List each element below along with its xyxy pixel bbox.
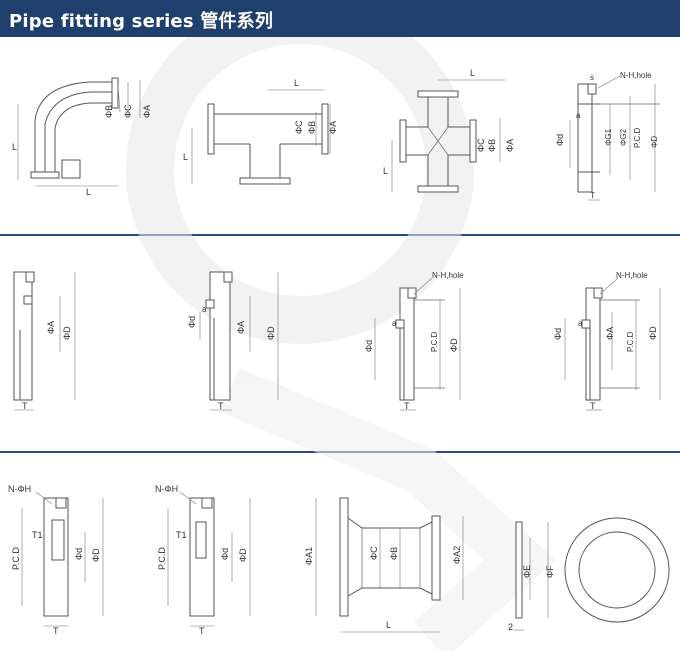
flange-drawing-2: N-H,hole Φd a P.C.D ΦD T xyxy=(364,271,464,411)
cross-phib-label: ΦB xyxy=(487,139,497,152)
gasket-thickness-label: 2 xyxy=(508,622,513,632)
blank-phia-label: ΦA xyxy=(46,321,56,334)
flange-drawing-3: N-H,hole Φd a ΦA P.C.D ΦD T xyxy=(553,271,661,411)
flange1-s-label: s xyxy=(590,73,594,82)
flange-drawing-1: s N-H,hole a Φd ΦG1 ΦG2 P.C.D ΦD T xyxy=(555,71,660,201)
elbow-l1-label: L xyxy=(12,142,17,152)
flange1-phid-label: Φd xyxy=(555,134,565,146)
ring-phia-label: ΦA xyxy=(236,321,246,334)
flange2-pcd-label: P.C.D xyxy=(430,331,439,352)
flange3-phia-label: ΦA xyxy=(605,327,615,340)
page-title: Pipe fitting series 管件系列 xyxy=(9,11,274,32)
flange3-phid-label: Φd xyxy=(553,328,563,340)
reducer-phic-label: ΦC xyxy=(369,546,379,560)
reducer-l-label: L xyxy=(386,620,391,630)
flange2-phid-label: Φd xyxy=(364,340,374,352)
clamp1-t-label: T xyxy=(53,626,59,636)
blank-phid-label: ΦD xyxy=(62,326,72,340)
elbow-drawing: L L ΦB ΦC ΦA xyxy=(12,77,152,197)
clamp2-phid-outer-label: ΦD xyxy=(238,548,248,562)
clamp-drawing-2: N-ΦH T1 P.C.D Φd ΦD T xyxy=(155,484,251,636)
page-header: Pipe fitting series 管件系列 xyxy=(0,0,680,37)
ring-a-label: a xyxy=(202,305,207,314)
clamp1-pcd-label: P.C.D xyxy=(11,547,21,570)
reducer-phib-label: ΦB xyxy=(389,547,399,560)
clamp1-phid-label: Φd xyxy=(74,548,84,560)
flange1-t-label: T xyxy=(590,191,595,200)
flange3-a-label: a xyxy=(578,319,583,328)
flange2-holes-label: N-H,hole xyxy=(432,271,464,280)
reducer-phia1-label: ΦA1 xyxy=(304,547,314,565)
cross-l2-label: L xyxy=(383,166,388,176)
flange3-phid-outer-label: ΦD xyxy=(648,326,658,340)
elbow-phia-label: ΦA xyxy=(142,105,152,118)
cross-drawing: L L ΦC ΦB ΦA xyxy=(383,68,515,193)
gasket-phif-label: ΦF xyxy=(545,565,555,578)
clamp2-t1-label: T1 xyxy=(176,530,187,540)
flange1-phig2-label: ΦG2 xyxy=(619,128,628,146)
flange3-holes-label: N-H,hole xyxy=(616,271,648,280)
flange2-t-label: T xyxy=(404,401,410,411)
flange2-a-label: a xyxy=(392,319,397,328)
clamp1-holes-label: N-ΦH xyxy=(8,484,31,494)
flange1-phig1-label: ΦG1 xyxy=(604,128,613,146)
gasket-drawing: ΦE ΦF 2 xyxy=(508,517,670,632)
ring-t-label: T xyxy=(218,401,224,411)
elbow-l2-label: L xyxy=(86,187,91,197)
tee-l1-label: L xyxy=(294,78,299,88)
blank-t-label: T xyxy=(22,401,28,411)
clamp-drawing-1: N-ΦH T1 P.C.D Φd ΦD T xyxy=(8,484,104,636)
reducer-drawing: ΦA1 ΦC ΦB ΦA2 L xyxy=(304,497,464,633)
elbow-phib-label: ΦB xyxy=(104,105,114,118)
tee-phia-label: ΦA xyxy=(328,121,338,134)
flange1-phid-outer-label: ΦD xyxy=(650,136,659,148)
clamp2-phid-label: Φd xyxy=(220,548,230,560)
clamp2-t-label: T xyxy=(199,626,205,636)
flange1-pcd-label: P.C.D xyxy=(633,127,642,148)
clamp1-phid-outer-label: ΦD xyxy=(91,548,101,562)
circle-logo-watermark xyxy=(126,37,556,651)
flange2-phid-outer-label: ΦD xyxy=(449,338,459,352)
drawing-sheet: L L ΦB ΦC ΦA L L ΦC ΦB ΦA L xyxy=(8,37,670,651)
ring-phid-outer-label: ΦD xyxy=(266,326,276,340)
ring-flange-drawing: Φd a ΦA ΦD T xyxy=(187,271,279,411)
tee-phic-label: ΦC xyxy=(294,120,304,134)
clamp1-t1-label: T1 xyxy=(32,530,43,540)
tee-l2-label: L xyxy=(183,152,188,162)
tee-phib-label: ΦB xyxy=(307,121,317,134)
clamp2-holes-label: N-ΦH xyxy=(155,484,178,494)
flange1-holes-label: N-H,hole xyxy=(620,71,652,80)
ring-phid-label: Φd xyxy=(187,316,197,328)
row-divider-1 xyxy=(0,234,680,236)
flange1-a-label: a xyxy=(576,111,581,120)
gasket-phie-label: ΦE xyxy=(522,565,532,578)
cross-phia-label: ΦA xyxy=(505,139,515,152)
flange3-t-label: T xyxy=(590,401,596,411)
flange3-pcd-label: P.C.D xyxy=(626,331,635,352)
cross-l1-label: L xyxy=(470,68,475,78)
reducer-phia2-label: ΦA2 xyxy=(452,546,462,564)
elbow-phic-label: ΦC xyxy=(123,104,133,118)
tee-drawing: L L ΦC ΦB ΦA xyxy=(183,78,338,185)
clamp2-pcd-label: P.C.D xyxy=(157,547,167,570)
cross-phic-label: ΦC xyxy=(476,138,486,152)
blank-flange-drawing: ΦA ΦD T xyxy=(13,271,76,411)
